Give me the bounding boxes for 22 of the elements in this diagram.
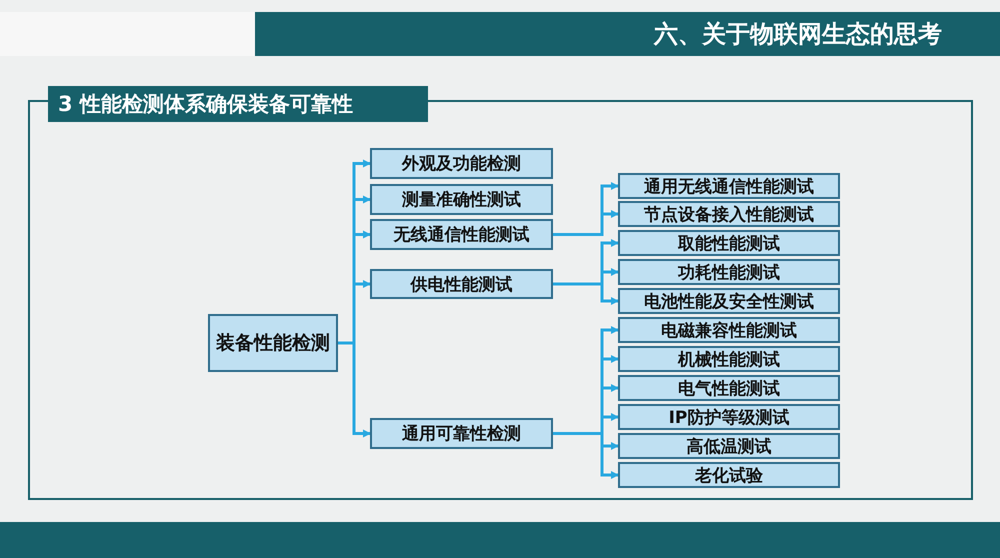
process-box: 取能性能测试 xyxy=(618,230,840,256)
process-box: 通用可靠性检测 xyxy=(370,418,553,449)
process-box: 高低温测试 xyxy=(618,433,840,459)
process-box: 功耗性能测试 xyxy=(618,259,840,285)
process-box: 电池性能及安全性测试 xyxy=(618,288,840,314)
process-box: 机械性能测试 xyxy=(618,346,840,372)
process-box: IP防护等级测试 xyxy=(618,404,840,430)
process-box: 供电性能测试 xyxy=(370,269,553,299)
connector-arrow xyxy=(553,210,619,236)
process-box: 无线通信性能测试 xyxy=(370,219,553,250)
section-heading: 3 性能检测体系确保装备可靠性 xyxy=(48,86,428,122)
process-box: 节点设备接入性能测试 xyxy=(618,201,840,227)
process-box: 老化试验 xyxy=(618,462,840,488)
connector-arrow xyxy=(553,282,619,305)
connector-arrow xyxy=(338,342,371,438)
slide-title: 六、关于物联网生态的思考 xyxy=(654,19,942,50)
process-box: 外观及功能检测 xyxy=(370,148,553,179)
process-box: 电气性能测试 xyxy=(618,375,840,401)
process-box: 电磁兼容性能测试 xyxy=(618,317,840,343)
process-box: 装备性能检测 xyxy=(208,314,338,372)
process-box: 测量准确性测试 xyxy=(370,184,553,215)
process-box: 通用无线通信性能测试 xyxy=(618,173,840,199)
